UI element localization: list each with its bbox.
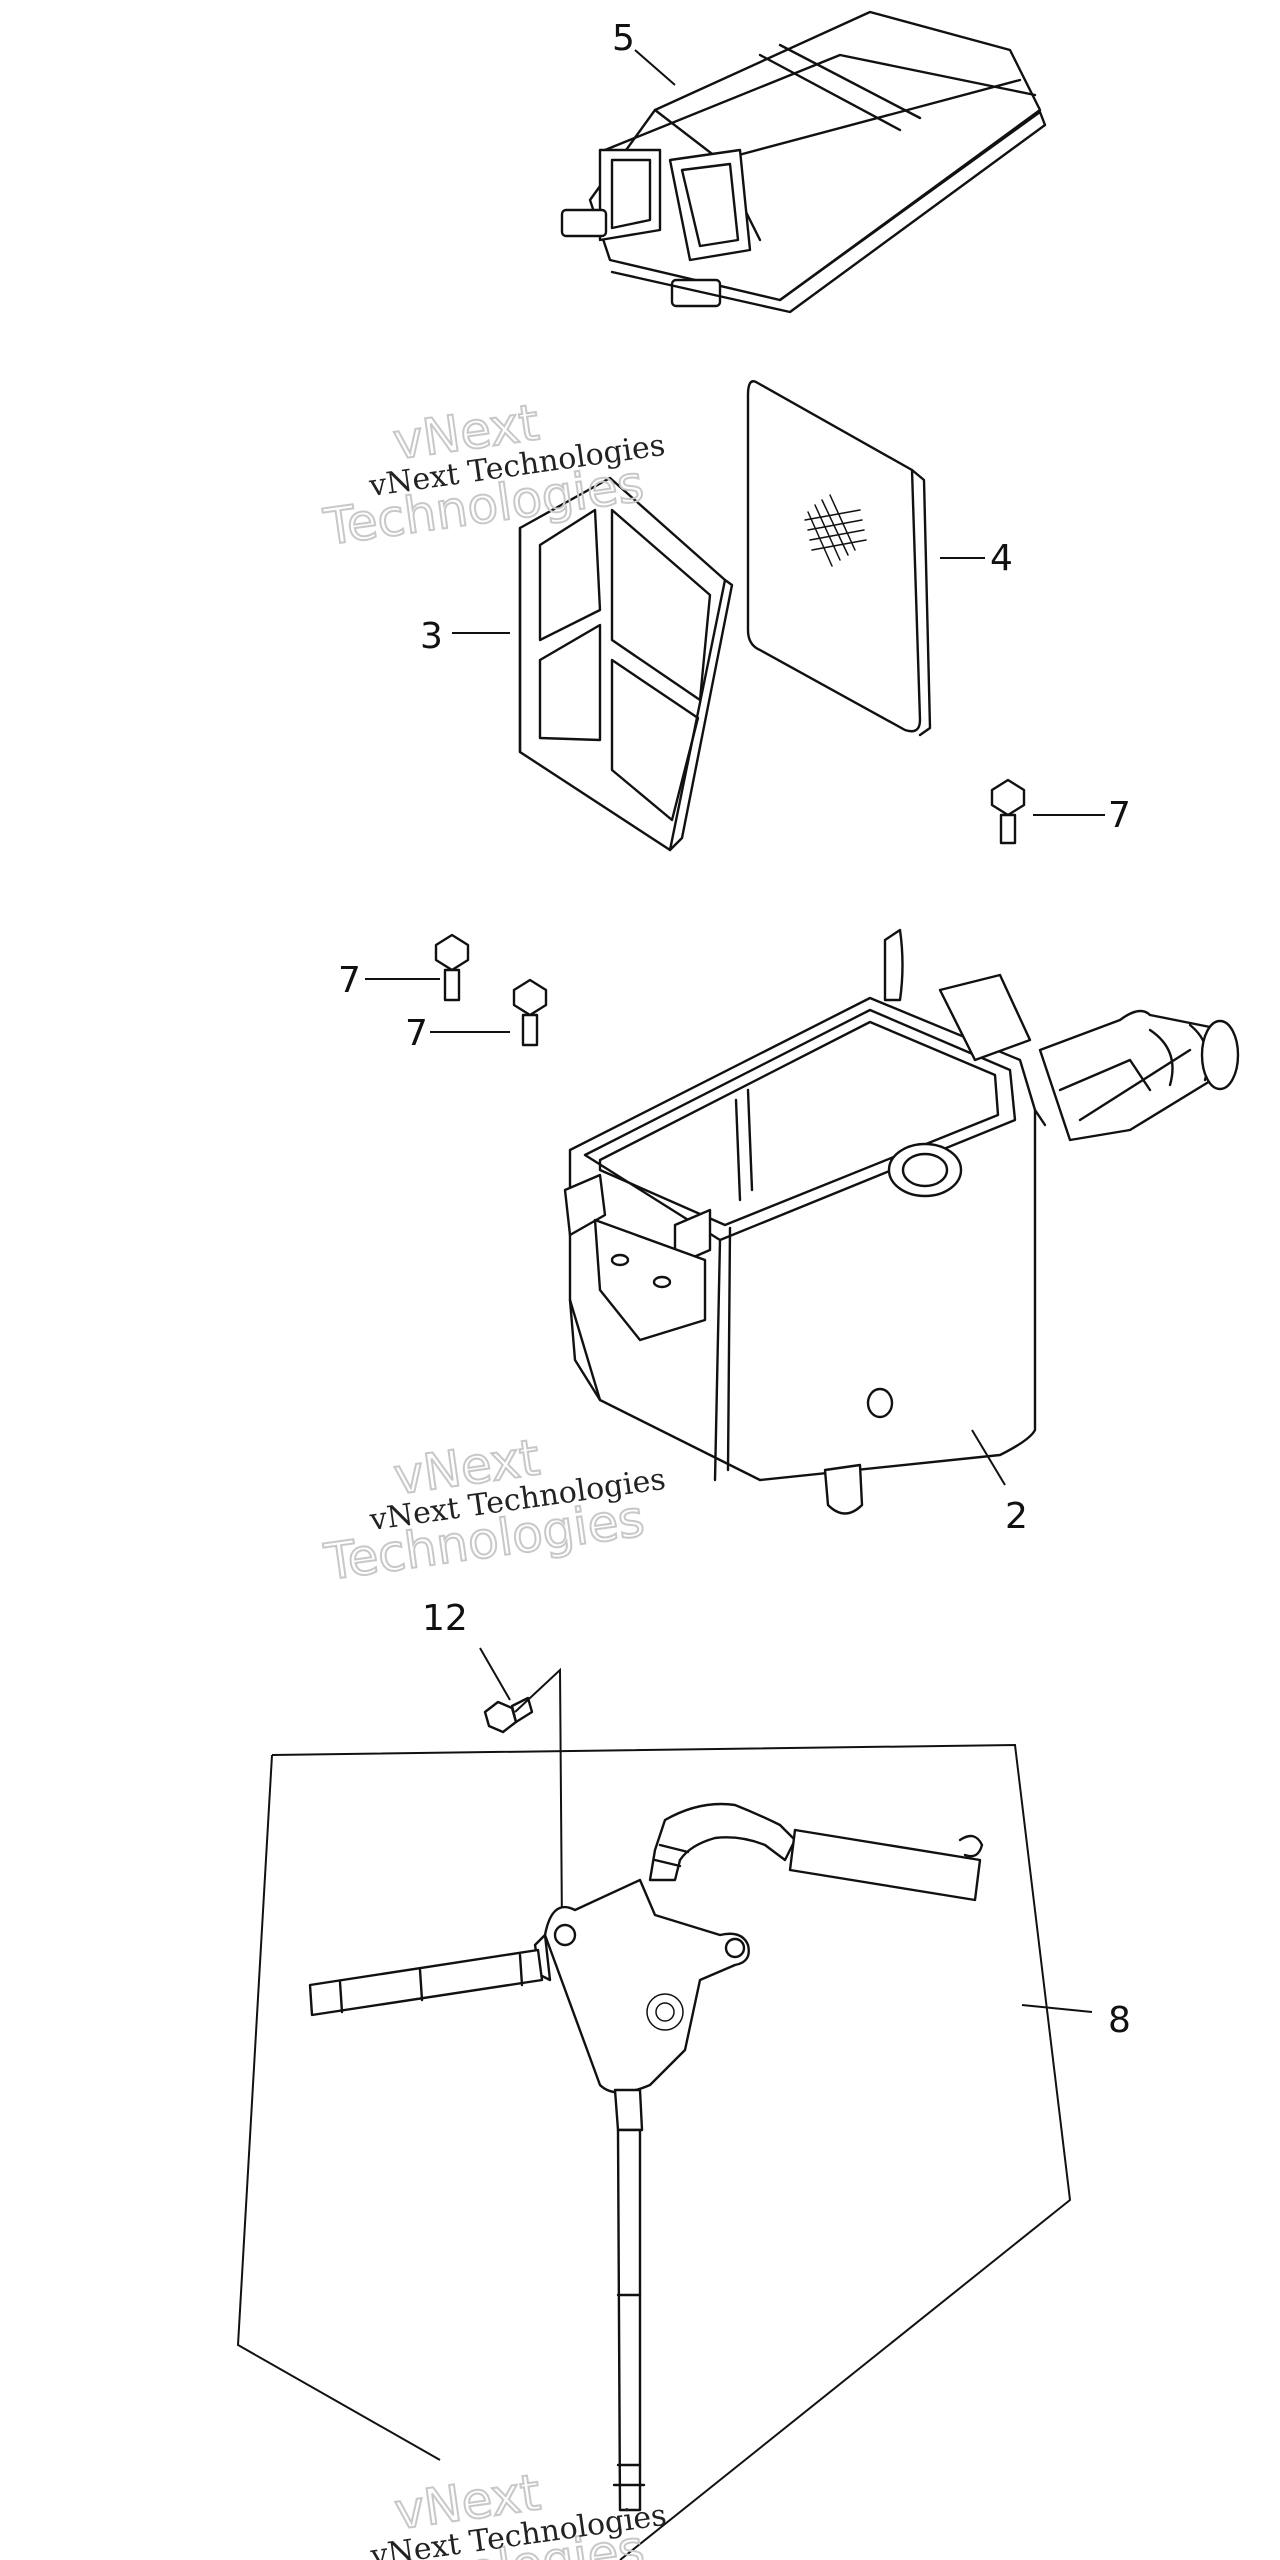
filter-screen-panel [746, 380, 932, 737]
bolt-7-upper-left [434, 933, 470, 1002]
callout-7-upper: 7 [338, 960, 361, 1001]
bolt-12 [483, 1696, 534, 1734]
air-box-housing [563, 928, 1240, 1515]
bolt-7-lower-left [512, 978, 548, 1047]
bolt-7-right [990, 778, 1026, 845]
callout-5: 5 [612, 18, 635, 59]
breather-kit [308, 1802, 984, 2512]
callout-12: 12 [422, 1598, 468, 1639]
callout-2: 2 [1005, 1496, 1028, 1537]
leader-lines [365, 49, 1105, 2013]
callout-8: 8 [1108, 2000, 1131, 2041]
callout-7-right: 7 [1108, 795, 1131, 836]
breather-kit-outline [236, 1743, 1072, 2560]
watermark-middle: vNext Technologies vNext Technologies [320, 1427, 668, 1592]
foam-filter-frame [518, 476, 734, 852]
callout-3: 3 [420, 616, 443, 657]
callout-7-lower: 7 [405, 1013, 428, 1054]
callout-4: 4 [990, 538, 1013, 579]
air-box-cover [560, 10, 1047, 314]
